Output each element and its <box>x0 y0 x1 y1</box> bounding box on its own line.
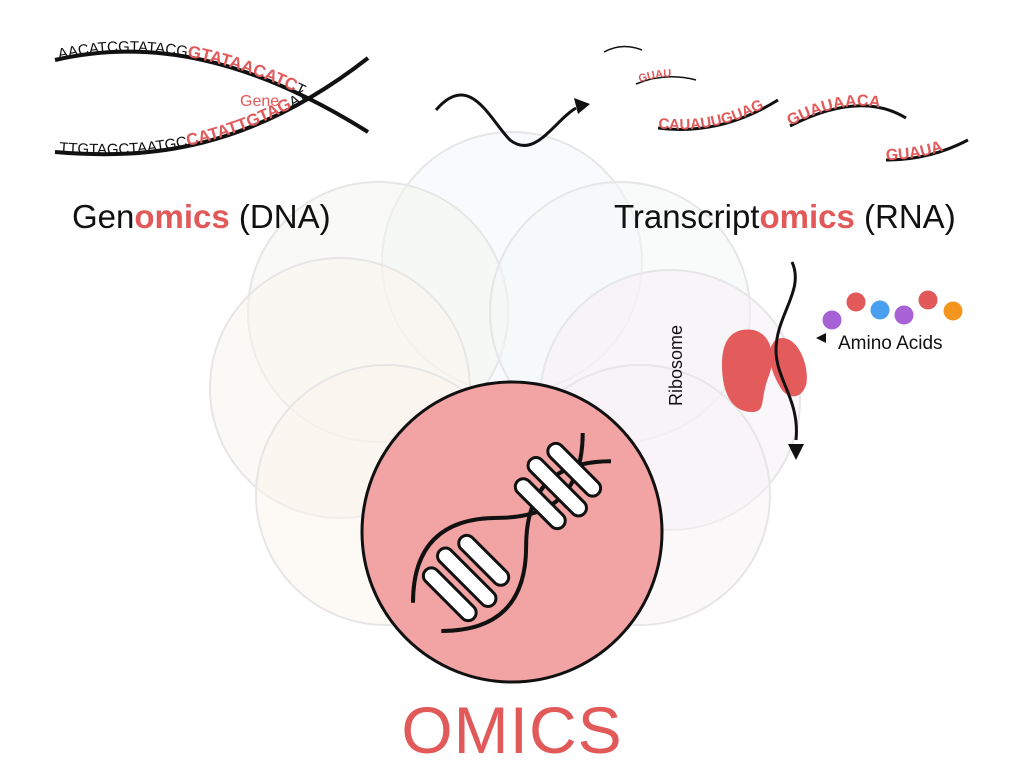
dna-helix-icon <box>411 433 611 633</box>
omics-circle <box>360 380 664 684</box>
dna-bottom-strand <box>54 56 370 157</box>
transcription-arrowhead <box>574 98 590 114</box>
rna-strand-1 <box>657 98 779 131</box>
amino-acids-label: Amino Acids <box>838 333 943 354</box>
rna-strand-2 <box>789 104 907 128</box>
amino-acid-bead <box>822 310 842 330</box>
ribosome-small-subunit <box>769 338 807 397</box>
rna-fragment-3: GUAUA <box>886 138 946 164</box>
amino-acid-bead <box>894 305 914 325</box>
mrna-strand <box>774 261 798 441</box>
amino-acid-bead <box>918 290 938 310</box>
amino-acid-bead <box>846 292 866 312</box>
amino-acid-bead <box>943 301 963 321</box>
rna-fragment-small: GUAU <box>637 68 672 86</box>
mrna-arrowhead <box>788 444 804 460</box>
rna-small-arc <box>603 45 643 53</box>
omics-circle-group <box>360 380 664 684</box>
translation-scene <box>722 261 963 460</box>
amino-acid-chain <box>822 290 963 330</box>
dna-bottom-sequence: TTGTAGCTAATGCCATATTGTAGAT... <box>59 82 320 158</box>
rna-fragment-2: GUAUAACA <box>784 93 882 130</box>
transcription-arrow <box>434 93 590 147</box>
amino-pointer-arrowhead <box>816 333 826 343</box>
rna-fragments: GUAU CAUAUUGUAG GUAUAACA GUAUA <box>603 45 969 164</box>
rna-fragment-1: CAUAUUGUAG <box>658 96 767 133</box>
ribosome-large-subunit <box>722 329 773 412</box>
omics-title: OMICS <box>401 693 623 767</box>
gene-label: Gene <box>240 93 279 110</box>
dna-top-strand <box>54 49 370 134</box>
ribosome-label: Ribosome <box>666 324 686 406</box>
dna-strands: AACATCGTATACGGTATAACATCT... TTGTAGCTAATG… <box>54 39 370 158</box>
genomics-label: Genomics (DNA) <box>72 198 331 235</box>
amino-acid-bead <box>870 300 890 320</box>
rna-strand-3 <box>885 138 969 162</box>
transcriptomics-label: Transcriptomics (RNA) <box>614 198 956 235</box>
